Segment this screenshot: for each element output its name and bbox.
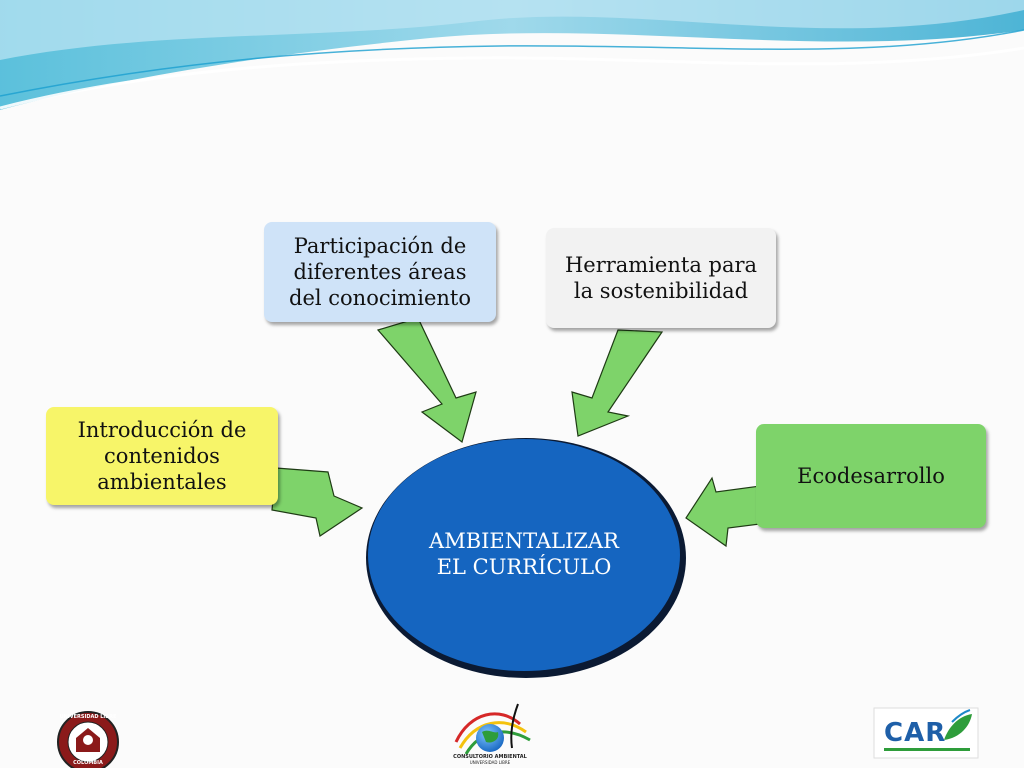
center-node-line2: EL CURRÍCULO xyxy=(436,555,612,580)
arrow-introduccion xyxy=(271,467,364,537)
node-ecodesarrollo-label: Ecodesarrollo xyxy=(797,463,945,488)
consultorio-ambiental-logo xyxy=(454,703,531,755)
node-participacion-label: Participación de diferentes áreas del co… xyxy=(289,233,471,311)
universidad-logo-arc-text: UNIVERSIDAD LIBRE xyxy=(59,714,117,720)
car-logo xyxy=(873,707,979,759)
center-node xyxy=(366,438,686,678)
node-introduccion-label: Introducción de contenidos ambientales xyxy=(77,417,247,495)
arrow-ecodesarrollo xyxy=(685,476,761,548)
center-node-label: AMBIENTALIZAR EL CURRÍCULO xyxy=(378,528,670,581)
consultorio-logo-line1: CONSULTORIO AMBIENTAL xyxy=(453,754,527,760)
universidad-libre-logo xyxy=(57,711,119,768)
car-logo-text: CAR xyxy=(884,718,947,748)
node-participacion: Participación de diferentes áreas del co… xyxy=(264,222,496,322)
node-introduccion: Introducción de contenidos ambientales xyxy=(46,407,278,505)
consultorio-logo-line2: UNIVERSIDAD LIBRE xyxy=(469,760,511,765)
header-wave xyxy=(0,0,1024,110)
universidad-logo-bottom-text: COLOMBIA xyxy=(73,760,103,766)
node-herramienta-label: Herramienta para la sostenibilidad xyxy=(564,252,758,303)
node-herramienta: Herramienta para la sostenibilidad xyxy=(546,228,776,328)
arrow-participacion xyxy=(376,317,477,444)
center-node-line1: AMBIENTALIZAR xyxy=(429,529,619,553)
node-ecodesarrollo: Ecodesarrollo xyxy=(756,424,986,528)
arrow-herramienta xyxy=(571,329,664,437)
